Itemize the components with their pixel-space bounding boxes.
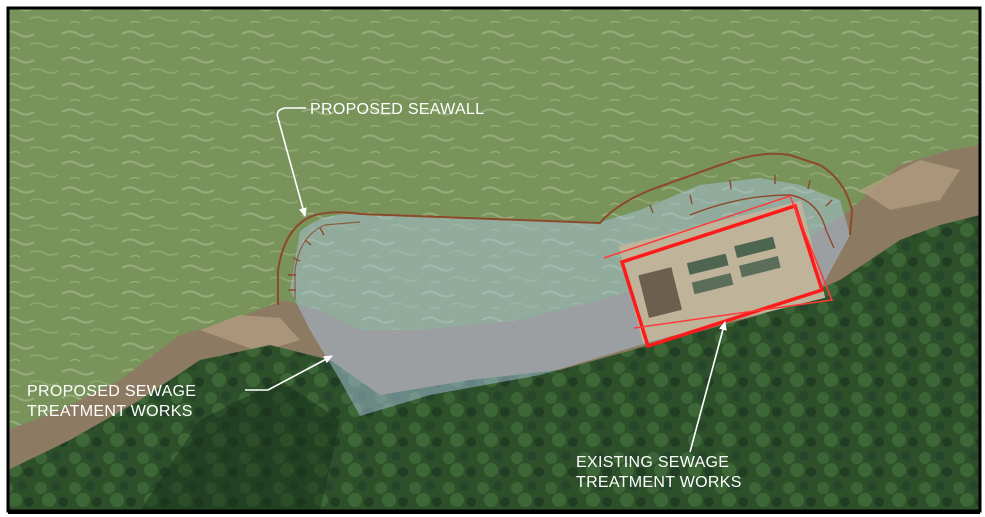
forest-shadow bbox=[140, 380, 340, 511]
treatment-building bbox=[638, 267, 682, 319]
seawall-tick-marks bbox=[288, 175, 833, 291]
label-proposed-seawall: PROPOSED SEAWALL bbox=[310, 101, 484, 118]
existing-stw-boundary bbox=[619, 203, 825, 349]
label-existing-stw-line2: TREATMENT WORKS bbox=[576, 474, 742, 491]
treatment-tank-2 bbox=[734, 236, 776, 258]
treatment-tank-4 bbox=[738, 256, 781, 278]
forest-area bbox=[8, 215, 980, 511]
rock-highlights bbox=[200, 160, 960, 352]
label-proposed-stw-line2: TREATMENT WORKS bbox=[27, 403, 193, 420]
treatment-tank-1 bbox=[686, 253, 729, 275]
label-proposed-stw-line1: PROPOSED SEWAGE bbox=[27, 383, 196, 400]
seawall-leader-arrow bbox=[276, 107, 307, 217]
proposed-seawall-line bbox=[277, 152, 854, 305]
existing-stw-leader-arrow bbox=[689, 321, 727, 453]
proposed-stw-leader-arrow bbox=[245, 355, 333, 391]
label-existing-stw-line1: EXISTING SEWAGE bbox=[576, 454, 729, 471]
existing-stw-outer-boundary bbox=[603, 195, 834, 329]
treatment-tank-3 bbox=[691, 272, 734, 295]
drawing-frame bbox=[6, 6, 982, 513]
seawall-inner-curve bbox=[689, 194, 835, 249]
proposed-seawall-inner-line bbox=[294, 221, 361, 300]
